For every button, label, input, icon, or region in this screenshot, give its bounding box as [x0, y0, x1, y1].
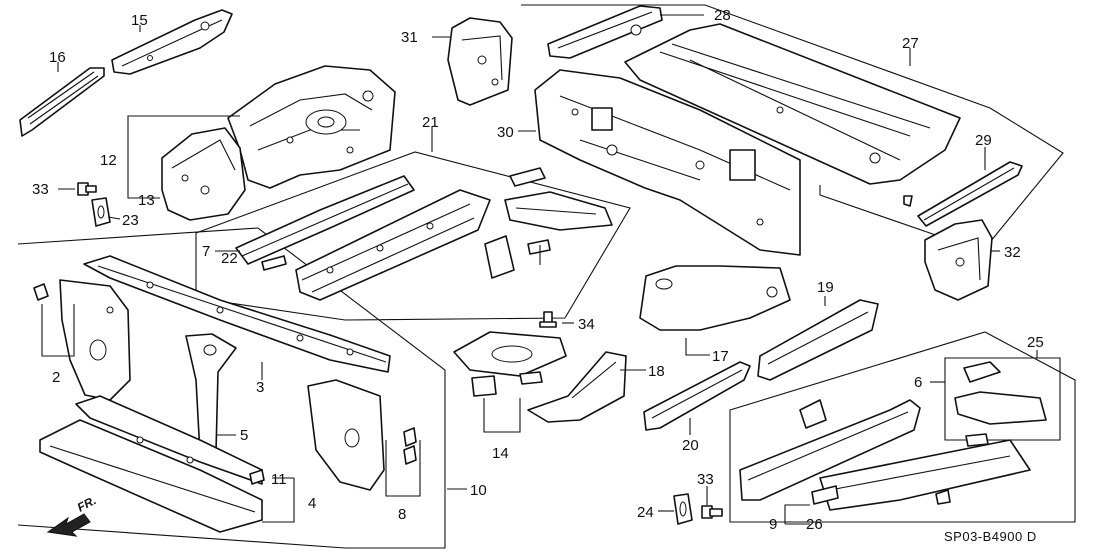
callout-15: 15: [131, 12, 148, 29]
callout-2: 2: [52, 369, 60, 386]
group-outline-rear-frame: [729, 331, 1076, 523]
front-direction-label: FR.: [75, 493, 99, 514]
callout-11: 11: [271, 471, 287, 488]
front-direction-arrow-icon: [46, 513, 91, 537]
part-29-brace: [903, 161, 1023, 227]
part-28-dash-upper-bracket: [547, 5, 663, 59]
callout-30: 30: [497, 124, 514, 141]
part-33-bolt-lower: [701, 505, 723, 519]
part-7-front-side-frame: [235, 175, 491, 301]
callout-4: 4: [308, 495, 316, 512]
diagram-code: SP03-B4900 D: [944, 529, 1037, 544]
part-11-clip: [249, 469, 265, 485]
callout-33-lower: 33: [697, 471, 714, 488]
callout-28: 28: [714, 7, 731, 24]
part-22-stiffener: [261, 255, 287, 271]
callout-19: 19: [817, 279, 834, 296]
callout-34: 34: [578, 316, 595, 333]
part-17-wheelhouse-rear: [639, 265, 791, 331]
callout-31: 31: [401, 29, 418, 46]
part-6-subpart-set: [954, 361, 1047, 447]
callout-33-upper: 33: [32, 181, 49, 198]
callout-7: 7: [202, 243, 210, 260]
part-19-rail: [757, 299, 879, 381]
callout-17: 17: [712, 348, 729, 365]
callout-16: 16: [49, 49, 66, 66]
part-31-pillar-gusset: [447, 17, 513, 106]
part-9-rear-frame: [739, 399, 1031, 511]
part-30-dashboard-lower: [534, 69, 801, 256]
part-26-stiffener: [811, 485, 951, 505]
part-16-bracket: [19, 67, 105, 137]
callout-22: 22: [221, 250, 238, 267]
callout-13: 13: [138, 192, 155, 209]
part-15-upper-panel: [111, 9, 233, 75]
callout-5: 5: [240, 427, 248, 444]
part-4-lower-cross-member: [39, 395, 263, 533]
leader-lines: [41, 14, 1038, 525]
callout-14: 14: [492, 445, 509, 462]
callout-32: 32: [1004, 244, 1021, 261]
part-34-bolt: [539, 311, 557, 328]
part-8-clip-set: [403, 427, 417, 465]
callout-25: 25: [1027, 334, 1044, 351]
callout-24: 24: [637, 504, 654, 521]
part-14-battery-tray: [453, 331, 567, 397]
callout-6: 6: [914, 374, 922, 391]
group-outline-front-bulkhead: [17, 227, 446, 549]
callout-21: 21: [422, 114, 439, 131]
callout-labels: 2 3 4 5 6 7 8 9 10 11 12 13 14 15 16 17 …: [32, 7, 1044, 544]
callout-23: 23: [122, 212, 139, 229]
callout-20: 20: [682, 437, 699, 454]
part-13-wheelhouse-front: [161, 127, 246, 221]
group-outline-subpart-box: [944, 357, 1061, 441]
callout-12: 12: [100, 152, 117, 169]
part-2-upper-side-panel: [33, 279, 131, 401]
callout-27: 27: [902, 35, 919, 52]
callout-8: 8: [398, 506, 406, 523]
part-27-cowl-top: [624, 23, 961, 185]
part-1-bracket-set: [484, 167, 613, 279]
part-3-upper-cross-member: [83, 255, 391, 373]
callout-10: 10: [470, 482, 487, 499]
part-10-side-panel: [307, 379, 385, 491]
part-23-grommet: [91, 197, 111, 227]
part-12-wheelhouse: [227, 65, 396, 189]
group-outline-dashboard: [521, 4, 1064, 243]
part-24-grommet: [673, 493, 693, 525]
part-32-pillar-gusset-right: [924, 219, 993, 301]
part-20-side-sill: [643, 361, 751, 431]
callout-3: 3: [256, 379, 264, 396]
callout-9: 9: [769, 516, 777, 533]
part-18-rear-frame-bracket: [527, 351, 627, 423]
callout-26: 26: [806, 516, 823, 533]
callout-29: 29: [975, 132, 992, 149]
callout-18: 18: [648, 363, 665, 380]
part-5-center-brace: [185, 333, 237, 455]
part-33-bolt-upper: [77, 182, 97, 196]
